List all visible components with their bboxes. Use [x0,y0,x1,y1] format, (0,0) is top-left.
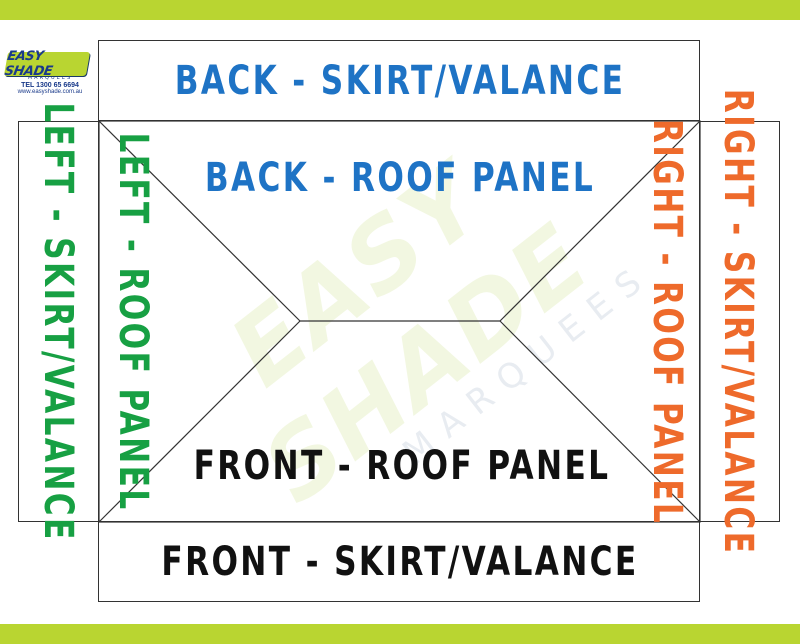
logo-sub: MARQUEES [27,75,73,81]
hip-line-back-right [499,120,701,322]
logo-website: www.easyshade.com.au [17,89,83,95]
logo-brand: EASY SHADE [3,49,54,79]
front-skirt-label: FRONT - SKIRT/VALANCE [161,539,639,585]
hip-line-front-left [98,320,301,523]
logo-badge: EASY SHADE [3,49,91,79]
front-skirt-panel [98,521,700,602]
right-skirt-label: RIGHT - SKIRT/VALANCE [715,88,761,556]
right-roof-label: RIGHT - ROOF PANEL [644,118,690,526]
easyshade-logo: EASY SHADE MARQUEES TEL 1300 65 6694 www… [3,49,94,95]
left-skirt-label: LEFT - SKIRT/VALANCE [35,102,81,542]
front-roof-label: FRONT - ROOF PANEL [193,443,611,489]
back-skirt-label: BACK - SKIRT/VALANCE [174,58,626,104]
right-skirt-panel [699,121,780,522]
hip-line-back-left [98,120,301,322]
bottom-accent-bar [0,624,800,644]
back-skirt-panel [98,40,700,121]
hip-line-front-right [499,320,701,523]
top-accent-bar [0,0,800,20]
logo-phone: TEL 1300 65 6694 [21,82,79,89]
back-roof-label: BACK - ROOF PANEL [204,155,596,201]
left-roof-label: LEFT - ROOF PANEL [110,132,156,512]
roof-border [98,120,701,523]
